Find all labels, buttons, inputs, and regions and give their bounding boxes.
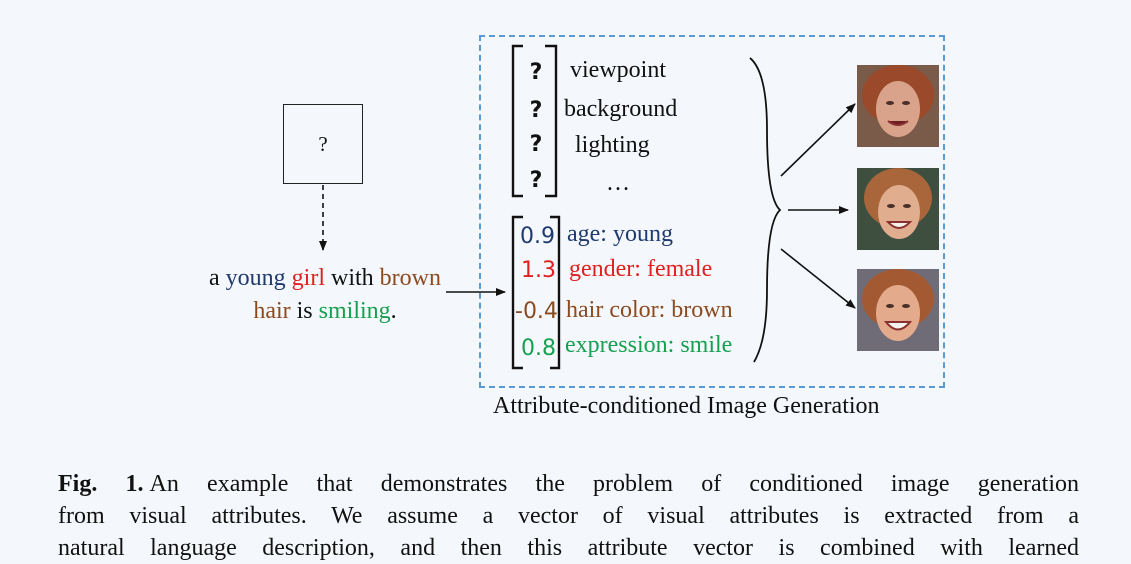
caption-text: An example that demonstrates the problem… — [149, 471, 1080, 497]
attribute-label-viewpoint: viewpoint — [570, 57, 666, 83]
caption-line-1: Fig. 1.An example that demonstrates the … — [58, 468, 1079, 500]
generated-face-image — [857, 168, 939, 250]
description-sentence: a young girl with brown hair is smiling. — [180, 262, 470, 328]
word-smiling: smiling — [318, 298, 391, 324]
attribute-label-gender: gender: female — [569, 256, 713, 282]
sentence-word: is — [290, 298, 319, 324]
unknown-value: ? — [529, 60, 543, 85]
word-girl: girl — [291, 265, 325, 291]
sentence-word: . — [390, 298, 397, 324]
attribute-label-ellipsis: … — [606, 170, 630, 196]
box-title: Attribute-conditioned Image Generation — [493, 393, 880, 419]
attribute-label-lighting: lighting — [575, 132, 650, 158]
figure-caption: Fig. 1.An example that demonstrates the … — [58, 468, 1079, 564]
attribute-value-expression: 0.8 — [521, 336, 556, 361]
output-arrow-top — [780, 103, 856, 177]
unknown-value: ? — [529, 168, 543, 193]
attribute-label-expression: expression: smile — [565, 332, 733, 358]
caption-line-3: natural language description, and then t… — [58, 535, 1079, 561]
attribute-vector-box — [479, 35, 945, 388]
output-arrow-bottom — [780, 248, 856, 309]
bracket-right-known — [550, 215, 561, 370]
attribute-label-background: background — [564, 96, 678, 122]
caption-line-2: from visual attributes. We assume a vect… — [58, 503, 1079, 529]
attribute-value-hair-color: -0.4 — [515, 299, 558, 324]
bracket-right-unknown — [545, 44, 558, 198]
sentence-word: with — [324, 265, 380, 291]
generated-face-image — [857, 269, 939, 351]
diagram-connectors — [319, 44, 856, 370]
unknown-value: ? — [529, 132, 543, 157]
word-hair: hair — [253, 298, 291, 324]
unknown-value: ? — [529, 98, 543, 123]
attribute-label-age: age: young — [567, 221, 673, 247]
attribute-value-age: 0.9 — [520, 224, 555, 249]
bracket-left-known — [511, 215, 523, 370]
attribute-label-hair-color: hair color: brown — [566, 297, 733, 323]
sentence-word: a — [209, 265, 226, 291]
unknown-input-symbol: ? — [318, 131, 328, 156]
generated-face-image — [857, 65, 939, 147]
word-brown: brown — [379, 265, 441, 291]
caption-label: Fig. 1. — [58, 471, 144, 497]
word-young: young — [225, 265, 286, 291]
attribute-value-gender: 1.3 — [521, 258, 556, 283]
bracket-left-unknown — [511, 44, 523, 198]
unknown-input-box: ? — [283, 104, 363, 184]
curly-brace — [749, 57, 782, 363]
